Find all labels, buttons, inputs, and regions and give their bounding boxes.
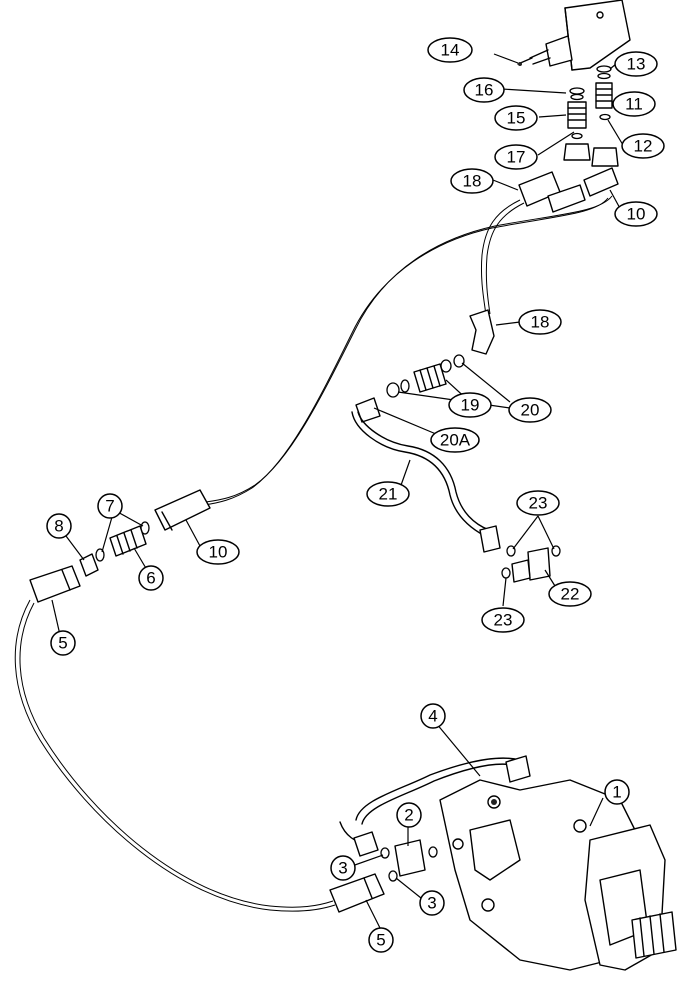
hose-end-10-upper: [583, 167, 619, 197]
svg-text:1: 1: [612, 783, 621, 802]
callout-14: 14: [427, 37, 473, 63]
hose-end-10-lower: [154, 489, 211, 531]
elbow-18: [440, 309, 495, 373]
svg-text:6: 6: [146, 569, 155, 588]
callout-12: 12: [621, 133, 665, 159]
svg-text:18: 18: [463, 172, 482, 191]
callout-22: 22: [548, 581, 592, 607]
svg-text:15: 15: [507, 109, 526, 128]
svg-text:19: 19: [461, 396, 480, 415]
callout-8: 8: [46, 513, 72, 539]
adapter-6: [95, 521, 150, 562]
svg-text:3: 3: [427, 894, 436, 913]
callout-5-upper: 5: [50, 630, 76, 656]
svg-text:10: 10: [209, 543, 228, 562]
tube-21: [351, 397, 501, 553]
svg-text:12: 12: [634, 137, 653, 156]
fitting-stack-11: [591, 65, 619, 167]
svg-text:23: 23: [529, 494, 548, 513]
fitting-stack-15: [563, 87, 591, 161]
callout-11: 11: [612, 91, 656, 117]
callout-4: 4: [420, 703, 446, 729]
svg-text:20: 20: [521, 401, 540, 420]
svg-text:16: 16: [475, 81, 494, 100]
callout-23-upper: 23: [516, 490, 560, 516]
control-valve-block: [517, 0, 631, 71]
callout-10-upper: 10: [614, 201, 658, 227]
callout-16: 16: [463, 77, 505, 103]
svg-text:22: 22: [561, 585, 580, 604]
tube-4: [339, 755, 531, 857]
hose-lines: [14, 195, 613, 912]
callout-5-lower: 5: [368, 927, 394, 953]
callout-17: 17: [494, 144, 538, 170]
svg-text:10: 10: [627, 205, 646, 224]
svg-text:2: 2: [404, 806, 413, 825]
svg-text:17: 17: [507, 148, 526, 167]
callout-7: 7: [97, 493, 123, 519]
tee-fitting-2: [380, 839, 438, 882]
svg-text:14: 14: [441, 41, 460, 60]
svg-text:21: 21: [379, 485, 398, 504]
callout-20a: 20A: [430, 427, 480, 453]
callout-18-upper: 18: [450, 168, 494, 194]
svg-text:11: 11: [625, 95, 643, 114]
callout-2: 2: [396, 802, 422, 828]
callout-21: 21: [366, 481, 410, 507]
hydraulic-motor-1: [439, 779, 677, 971]
svg-text:5: 5: [58, 634, 67, 653]
hose-end-18-upper: [518, 171, 586, 213]
adapter-19: [386, 363, 447, 398]
callout-23-lower: 23: [481, 607, 525, 633]
svg-text:3: 3: [338, 859, 347, 878]
callout-1: 1: [604, 779, 630, 805]
hose-end-5-lower: [329, 873, 385, 913]
svg-text:7: 7: [105, 497, 114, 516]
svg-text:23: 23: [494, 611, 513, 630]
callout-18-middle: 18: [518, 309, 562, 335]
tee-fitting-22: [501, 545, 561, 583]
svg-text:20A: 20A: [440, 431, 471, 450]
svg-text:18: 18: [531, 313, 550, 332]
callout-15: 15: [494, 105, 538, 131]
hose-end-5-upper: [29, 565, 81, 603]
svg-text:13: 13: [627, 55, 646, 74]
nut-8: [79, 553, 99, 577]
svg-text:8: 8: [54, 517, 63, 536]
callout-6: 6: [138, 565, 164, 591]
callout-20: 20: [508, 397, 552, 423]
callout-3-lower: 3: [419, 890, 445, 916]
callout-19: 19: [448, 392, 492, 418]
svg-text:4: 4: [428, 707, 437, 726]
callout-13: 13: [614, 51, 658, 77]
callout-3-upper: 3: [330, 855, 356, 881]
svg-text:5: 5: [376, 931, 385, 950]
callout-10-lower: 10: [196, 539, 240, 565]
